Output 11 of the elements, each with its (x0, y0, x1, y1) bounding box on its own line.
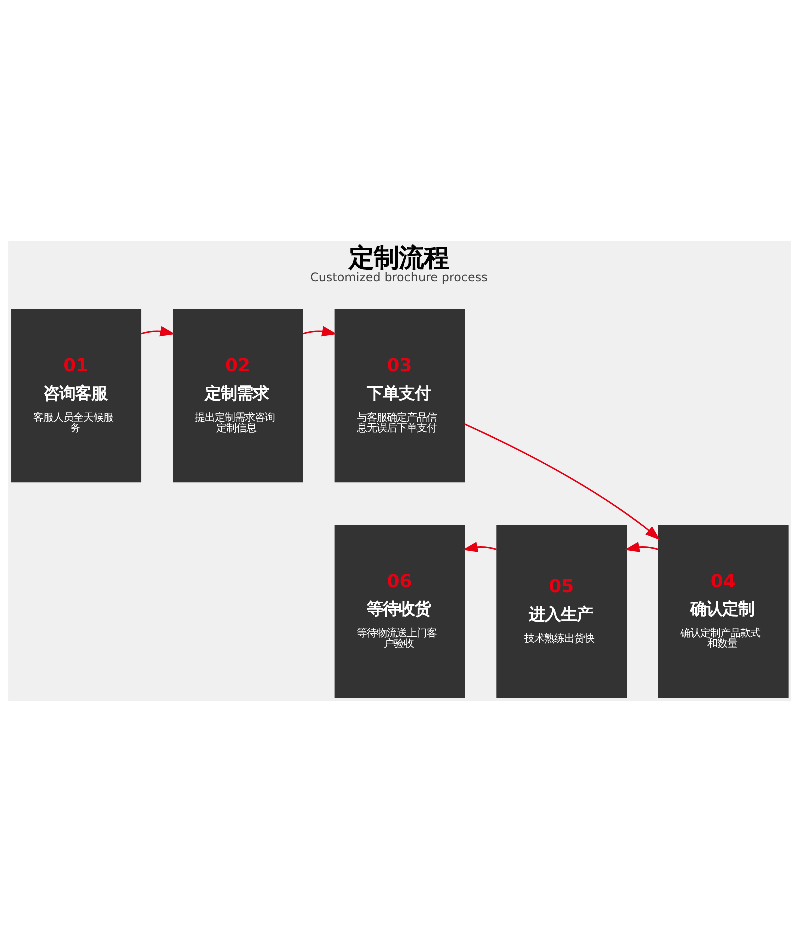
node-box: 06 等待收货 等待物流送上门客户验收 (334, 524, 466, 698)
node-box: 03 下单支付 与客服确定产品信息无误后下单支付 (334, 309, 466, 482)
arrow (462, 542, 498, 552)
arrow (303, 326, 338, 336)
arrow (464, 423, 660, 540)
node-box: 05 进入生产 技术熟练出货快 (496, 524, 627, 698)
arrow (624, 542, 659, 552)
node-box: 02 定制需求 提出定制需求咨询定制信息 (173, 309, 304, 482)
node-box: 04 确认定制 确认定制产品款式和数量 (658, 524, 789, 698)
arrow (141, 326, 176, 336)
node-box: 01 咨询客服 客服人员全天候服务 (11, 309, 142, 482)
